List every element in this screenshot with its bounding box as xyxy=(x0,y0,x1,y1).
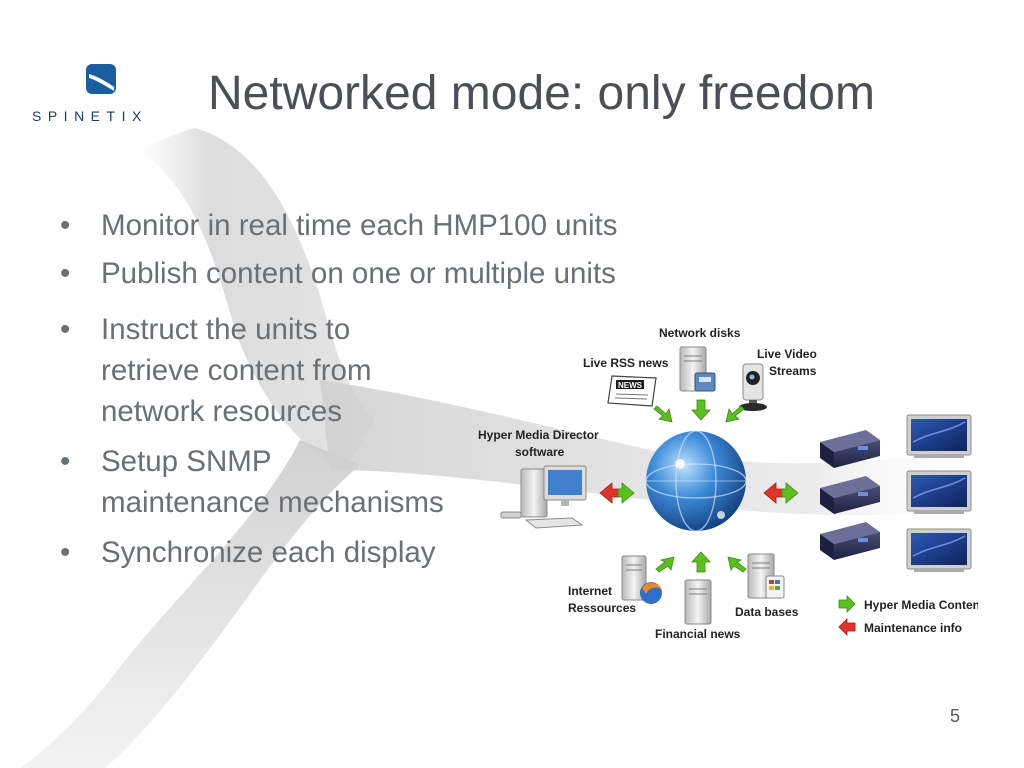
internet-resources-label-line2: Ressources xyxy=(568,601,636,615)
content-arrow-icon xyxy=(653,405,673,423)
content-arrow-icon xyxy=(725,405,745,423)
display-screen-icon xyxy=(906,528,972,572)
content-arrow-icon xyxy=(655,556,675,573)
financial-news-server-icon xyxy=(684,579,712,625)
bullet-item: Publish content on one or multiple units xyxy=(58,253,758,294)
legend-content-arrow-icon xyxy=(838,595,856,613)
live-video-label-line1: Live Video xyxy=(757,347,817,361)
bullet-item: Instruct the units to retrieve content f… xyxy=(58,309,448,432)
internet-globe-icon xyxy=(645,430,747,532)
network-diagram: Network disks Live RSS news Live Video S… xyxy=(478,326,978,641)
network-disks-icon xyxy=(679,346,716,392)
hmp-player-icon xyxy=(820,430,880,468)
bidirectional-arrow-icon xyxy=(599,482,635,504)
hmp-player-icon xyxy=(820,476,880,514)
slide-title: Networked mode: only freedom xyxy=(208,67,875,120)
hyper-media-director-label-line2: software xyxy=(515,445,565,459)
hyper-media-director-computer-icon xyxy=(500,465,587,529)
news-paper-icon: NEWS xyxy=(607,375,657,407)
bullet-item: Setup SNMP maintenance mechanisms xyxy=(58,441,448,523)
legend-maintenance-arrow-icon xyxy=(838,618,856,636)
hyper-media-director-label-line1: Hyper Media Director xyxy=(478,428,599,442)
network-disks-label: Network disks xyxy=(659,326,741,340)
bullet-item: Monitor in real time each HMP100 units xyxy=(58,205,758,246)
brand-name: SPINETIX xyxy=(32,108,148,124)
bullet-list-narrow: Instruct the units to retrieve content f… xyxy=(58,309,448,582)
legend-content-label: Hyper Media Content xyxy=(864,598,978,612)
internet-resources-server-icon xyxy=(621,555,662,604)
live-video-label-line2: Streams xyxy=(769,364,817,378)
bidirectional-arrow-icon xyxy=(763,482,799,504)
spinetix-logo: SPINETIX xyxy=(32,62,172,132)
page-number: 5 xyxy=(950,706,961,726)
content-arrow-icon xyxy=(691,399,711,421)
hmp-player-icon xyxy=(820,522,880,560)
bullet-item: Synchronize each display xyxy=(58,532,448,573)
display-screen-icon xyxy=(906,470,972,514)
news-badge-text: NEWS xyxy=(618,381,643,390)
financial-news-label: Financial news xyxy=(655,627,741,641)
internet-resources-label-line1: Internet xyxy=(568,584,612,598)
content-arrow-icon xyxy=(691,551,711,573)
legend: Hyper Media Content Maintenance info xyxy=(838,595,978,636)
video-camera-icon xyxy=(739,363,767,411)
spinetix-logo-mark-icon xyxy=(86,64,116,94)
data-bases-label: Data bases xyxy=(735,605,799,619)
display-screen-icon xyxy=(906,414,972,458)
legend-maintenance-label: Maintenance info xyxy=(864,621,962,635)
content-arrow-icon xyxy=(727,556,747,573)
bullet-list-wide: Monitor in real time each HMP100 units P… xyxy=(58,205,758,301)
data-bases-server-icon xyxy=(747,553,785,599)
live-rss-news-label: Live RSS news xyxy=(583,356,669,370)
